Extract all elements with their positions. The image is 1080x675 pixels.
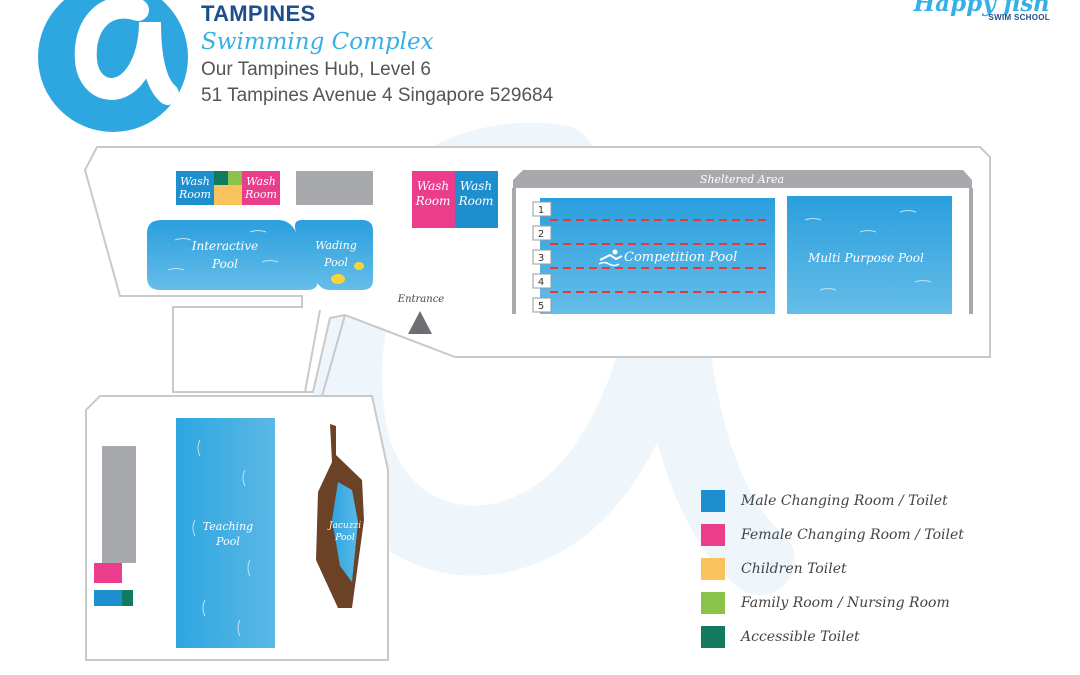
sheltered-area-label: Sheltered Area xyxy=(700,173,784,186)
brand-logo: Happy fish SWIM SCHOOL xyxy=(913,0,1050,22)
address-line-1: Our Tampines Hub, Level 6 xyxy=(201,59,431,80)
address-line-2: 51 Tampines Avenue 4 Singapore 529684 xyxy=(201,85,554,106)
legend-swatch xyxy=(701,626,725,648)
lane-number: 1 xyxy=(538,205,544,216)
children-toilet xyxy=(214,185,242,205)
wash-room-female-left xyxy=(242,171,280,205)
wash-room-label: Wash xyxy=(460,179,492,193)
wash-room-label: Room xyxy=(415,194,451,208)
wading-pool-label: Wading xyxy=(315,239,357,252)
jacuzzi-pool-label: Jacuzzi xyxy=(327,521,361,531)
competition-pool-label: Competition Pool xyxy=(624,250,737,265)
lane-number: 5 xyxy=(538,301,544,312)
wash-room-female-center xyxy=(412,171,455,228)
complex-logo xyxy=(38,0,188,132)
teaching-pool xyxy=(176,418,275,648)
grey-block-top xyxy=(296,171,373,205)
legend-label: Children Toilet xyxy=(741,561,847,577)
jacuzzi-pool xyxy=(332,482,358,582)
lane-number: 3 xyxy=(538,253,544,264)
legend-label: Female Changing Room / Toilet xyxy=(741,527,964,543)
legend-item: Family Room / Nursing Room xyxy=(701,586,964,620)
lane-ropes xyxy=(550,219,768,293)
brand-name: Happy fish xyxy=(913,0,1050,17)
teaching-pool-label: Teaching xyxy=(203,520,253,533)
competition-pool xyxy=(540,198,775,314)
wash-room-label: Room xyxy=(178,188,211,201)
legend-item: Accessible Toilet xyxy=(701,620,964,654)
male-toilet-lower xyxy=(94,590,122,606)
entrance-label: Entrance xyxy=(397,294,445,305)
multi-purpose-pool-label: Multi Purpose Pool xyxy=(807,251,924,265)
legend-swatch xyxy=(701,490,725,512)
legend-item: Female Changing Room / Toilet xyxy=(701,518,964,552)
venue-title-block: TAMPINES Swimming Complex Our Tampines H… xyxy=(201,2,553,109)
nursing-room xyxy=(228,171,242,185)
legend-label: Male Changing Room / Toilet xyxy=(741,493,948,509)
family-room xyxy=(214,171,228,185)
wash-room-male-center xyxy=(455,171,498,228)
accessible-toilet-lower xyxy=(122,590,133,606)
teaching-pool-label: Pool xyxy=(215,535,240,548)
venue-name: TAMPINES xyxy=(201,1,316,26)
brand-tagline: SWIM SCHOOL xyxy=(988,13,1050,22)
interactive-pool-label: Pool xyxy=(211,257,238,271)
wash-room-label: Room xyxy=(458,194,494,208)
wash-room-label: Wash xyxy=(180,175,210,188)
duck-icon xyxy=(354,262,364,270)
alpha-logo-icon xyxy=(74,0,179,105)
legend-swatch xyxy=(701,592,725,614)
wash-room-label: Wash xyxy=(246,175,276,188)
wash-room-label: Wash xyxy=(417,179,449,193)
jacuzzi-pool-label: Pool xyxy=(334,533,355,543)
legend-item: Male Changing Room / Toilet xyxy=(701,484,964,518)
grey-block-left xyxy=(102,446,136,563)
sheltered-area-roof xyxy=(513,170,972,188)
legend-label: Accessible Toilet xyxy=(741,629,860,645)
swimmer-icon xyxy=(598,249,623,267)
wading-pool xyxy=(294,220,373,290)
legend-swatch xyxy=(701,524,725,546)
wading-pool-label: Pool xyxy=(323,256,348,269)
lane-number: 4 xyxy=(538,277,544,288)
interactive-pool-label: Interactive xyxy=(191,239,259,253)
wash-room-male-left xyxy=(176,171,214,205)
legend-item: Children Toilet xyxy=(701,552,964,586)
interactive-pool xyxy=(147,220,318,290)
female-toilet-lower xyxy=(94,563,122,583)
lane-number: 2 xyxy=(538,229,544,240)
duck-icon xyxy=(331,274,345,284)
entrance-arrow-icon xyxy=(408,311,432,334)
wash-room-label: Room xyxy=(244,188,277,201)
multi-purpose-pool xyxy=(787,196,952,314)
lane-numbers: 1 2 3 4 5 xyxy=(532,201,552,313)
legend-swatch xyxy=(701,558,725,580)
venue-subtitle: Swimming Complex xyxy=(201,29,434,55)
legend-label: Family Room / Nursing Room xyxy=(741,595,950,611)
